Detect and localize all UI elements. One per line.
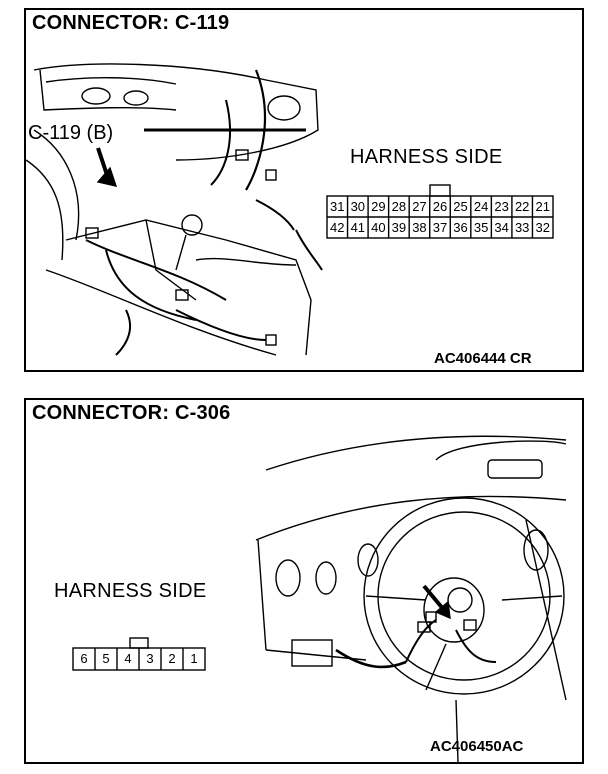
connector-pin-39: 39: [391, 220, 407, 235]
connector-c306-panel: CONNECTOR: C-306 HARNESS: [24, 398, 584, 764]
connector-pin-26: 26: [432, 199, 448, 214]
figure-code: AC406450AC: [430, 738, 524, 755]
connector-pin-5: 5: [102, 651, 110, 666]
harness-side-label: HARNESS SIDE: [350, 146, 503, 168]
connector-pin-2: 2: [168, 651, 176, 666]
connector-pin-25: 25: [453, 199, 468, 214]
connector-c119-panel: CONNECTOR: C-119 C-1: [24, 8, 584, 372]
connector-pin-33: 33: [514, 220, 530, 235]
connector-c119-diagram: 31 30 29 28 27 26 25 24 23 22 21 42 41 40 39 38 37 36 35 34…: [326, 184, 558, 240]
connector-pin-35: 35: [473, 220, 489, 235]
connector-pin-34: 34: [494, 220, 509, 235]
connector-pin-40: 40: [371, 220, 386, 235]
connector-callout: C-119 (B): [28, 122, 114, 144]
connector-pin-3: 3: [146, 651, 154, 666]
connector-pin-32: 32: [535, 220, 550, 235]
steering-wheel-illustration: [255, 435, 567, 762]
connector-pin-36: 36: [453, 220, 468, 235]
connector-pin-37: 37: [432, 220, 448, 235]
connector-pin-24: 24: [473, 199, 489, 214]
connector-pin-38: 38: [412, 220, 427, 235]
dashboard-illustration: [26, 63, 323, 356]
connector-pin-41: 41: [350, 220, 366, 235]
connector-pin-42: 42: [330, 220, 345, 235]
panel-title: CONNECTOR: C-306: [32, 402, 231, 424]
figure-code: AC406444 CR: [434, 350, 532, 367]
connector-pin-27: 27: [412, 199, 427, 214]
connector-pin-21: 21: [535, 199, 550, 214]
connector-pin-6: 6: [80, 651, 88, 666]
connector-outline: [326, 184, 554, 239]
connector-pin-28: 28: [391, 199, 407, 214]
connector-pin-30: 30: [350, 199, 366, 214]
connector-pin-31: 31: [330, 199, 345, 214]
connector-pin-22: 22: [514, 199, 530, 214]
connector-pin-23: 23: [494, 199, 509, 214]
panel-title: CONNECTOR: C-119: [32, 12, 230, 34]
connector-outline: [72, 637, 206, 671]
connector-pin-29: 29: [371, 199, 386, 214]
connector-pin-4: 4: [124, 651, 132, 666]
harness-side-label: HARNESS SIDE: [54, 580, 207, 602]
connector-pin-1: 1: [190, 651, 198, 666]
